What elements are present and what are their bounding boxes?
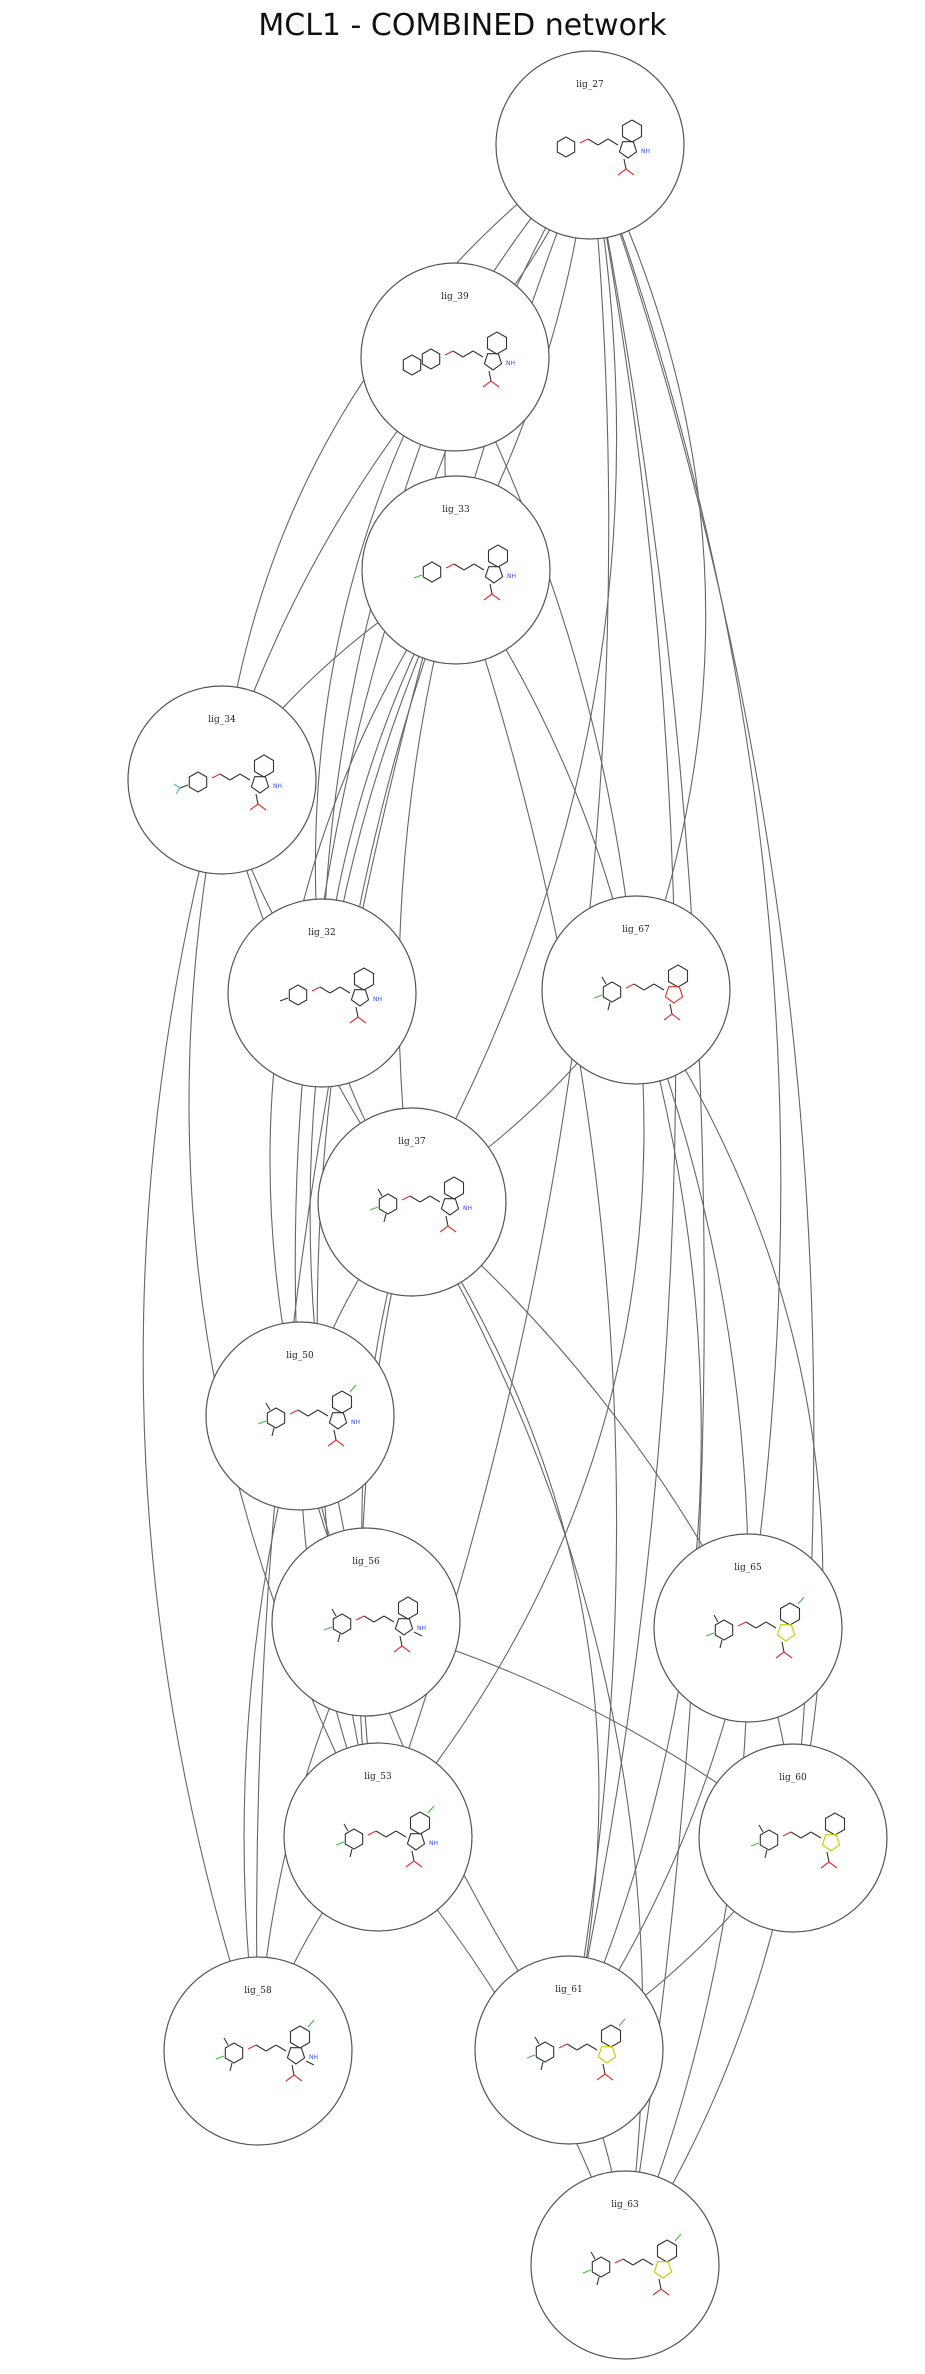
network-title: MCL1 - COMBINED network xyxy=(258,8,667,43)
structure-lig_58: NH xyxy=(215,2019,318,2082)
node-label: lig_53 xyxy=(364,1772,392,1782)
node-circle xyxy=(541,895,731,1085)
structure-lig_56: NH xyxy=(323,1596,426,1653)
edge-lig_33-lig_37 xyxy=(398,569,457,1203)
edge-lig_50-lig_58 xyxy=(243,1415,301,2052)
node-label: lig_33 xyxy=(442,505,470,515)
structure-lig_60 xyxy=(750,1812,846,1869)
node-label: lig_56 xyxy=(352,1557,380,1567)
node-circle xyxy=(163,1956,353,2146)
node-label: lig_27 xyxy=(576,80,604,90)
structure-lig_39: NH xyxy=(402,331,515,388)
edge-lig_27-lig_67 xyxy=(589,144,707,991)
node-lig_63: lig_63 xyxy=(530,2170,720,2360)
svg-text:NH: NH xyxy=(373,996,382,1003)
svg-text:NH: NH xyxy=(641,148,650,155)
structure-lig_27: NH xyxy=(556,119,650,176)
structure-lig_32: NH xyxy=(279,967,382,1024)
node-circle xyxy=(283,1742,473,1932)
node-lig_61: lig_61 xyxy=(474,1955,664,2145)
node-circle xyxy=(530,2170,720,2360)
node-label: lig_61 xyxy=(555,1985,582,1995)
edge-lig_27-lig_37 xyxy=(411,144,618,1203)
structure-lig_34: NH xyxy=(173,754,282,811)
edge-lig_27-lig_63 xyxy=(589,144,705,2266)
edge-lig_33-lig_61 xyxy=(455,569,618,2051)
edge-lig_27-lig_32 xyxy=(314,144,591,994)
node-circle xyxy=(698,1743,888,1933)
node-circle xyxy=(271,1527,461,1717)
node-label: lig_32 xyxy=(308,928,335,938)
edge-lig_67-lig_65 xyxy=(635,989,749,1629)
structure-lig_65 xyxy=(705,1596,805,1659)
edge-lig_67-lig_53 xyxy=(377,989,645,1838)
node-layer: lig_27NHlig_39NHlig_33NHlig_34NHlig_32NH… xyxy=(127,50,888,2360)
edge-lig_67-lig_61 xyxy=(568,989,702,2051)
edge-lig_65-lig_63 xyxy=(624,1627,749,2266)
svg-text:NH: NH xyxy=(507,573,516,580)
node-circle xyxy=(653,1533,843,1723)
node-label: lig_58 xyxy=(244,1986,272,1996)
node-label: lig_50 xyxy=(286,1351,314,1361)
node-circle xyxy=(127,685,317,875)
node-lig_60: lig_60 xyxy=(698,1743,888,1933)
structure-lig_50: NH xyxy=(257,1384,360,1447)
node-circle xyxy=(317,1107,507,1297)
edge-lig_27-lig_34 xyxy=(221,144,591,781)
structure-lig_63 xyxy=(582,2233,682,2296)
node-circle xyxy=(227,898,417,1088)
structure-lig_53: NH xyxy=(335,1805,438,1868)
svg-text:NH: NH xyxy=(429,1840,438,1847)
structure-lig_67 xyxy=(593,964,689,1021)
node-label: lig_60 xyxy=(779,1773,807,1783)
node-circle xyxy=(361,475,551,665)
node-circle xyxy=(474,1955,664,2145)
node-label: lig_37 xyxy=(398,1137,426,1147)
edge-lig_27-lig_65 xyxy=(589,144,782,1629)
edge-lig_37-lig_61 xyxy=(411,1201,600,2051)
edge-lig_67-lig_60 xyxy=(635,989,824,1839)
node-circle xyxy=(360,262,550,452)
structure-lig_61 xyxy=(526,2018,626,2081)
node-label: lig_34 xyxy=(208,715,236,725)
node-label: lig_39 xyxy=(441,292,469,302)
svg-text:NH: NH xyxy=(273,783,282,790)
node-circle xyxy=(495,50,685,240)
svg-text:NH: NH xyxy=(417,1625,426,1632)
structure-lig_37: NH xyxy=(369,1176,472,1233)
svg-text:NH: NH xyxy=(351,1419,360,1426)
structure-lig_33: NH xyxy=(413,544,516,601)
node-label: lig_67 xyxy=(622,925,650,935)
node-circle xyxy=(205,1321,395,1511)
node-lig_65: lig_65 xyxy=(653,1533,843,1723)
node-lig_67: lig_67 xyxy=(541,895,731,1085)
svg-text:NH: NH xyxy=(506,360,515,367)
edge-lig_34-lig_58 xyxy=(142,779,259,2052)
svg-text:NH: NH xyxy=(463,1205,472,1212)
svg-text:NH: NH xyxy=(309,2054,318,2061)
edge-lig_39-lig_32 xyxy=(321,356,456,994)
node-label: lig_63 xyxy=(611,2200,639,2210)
node-label: lig_65 xyxy=(734,1563,762,1573)
